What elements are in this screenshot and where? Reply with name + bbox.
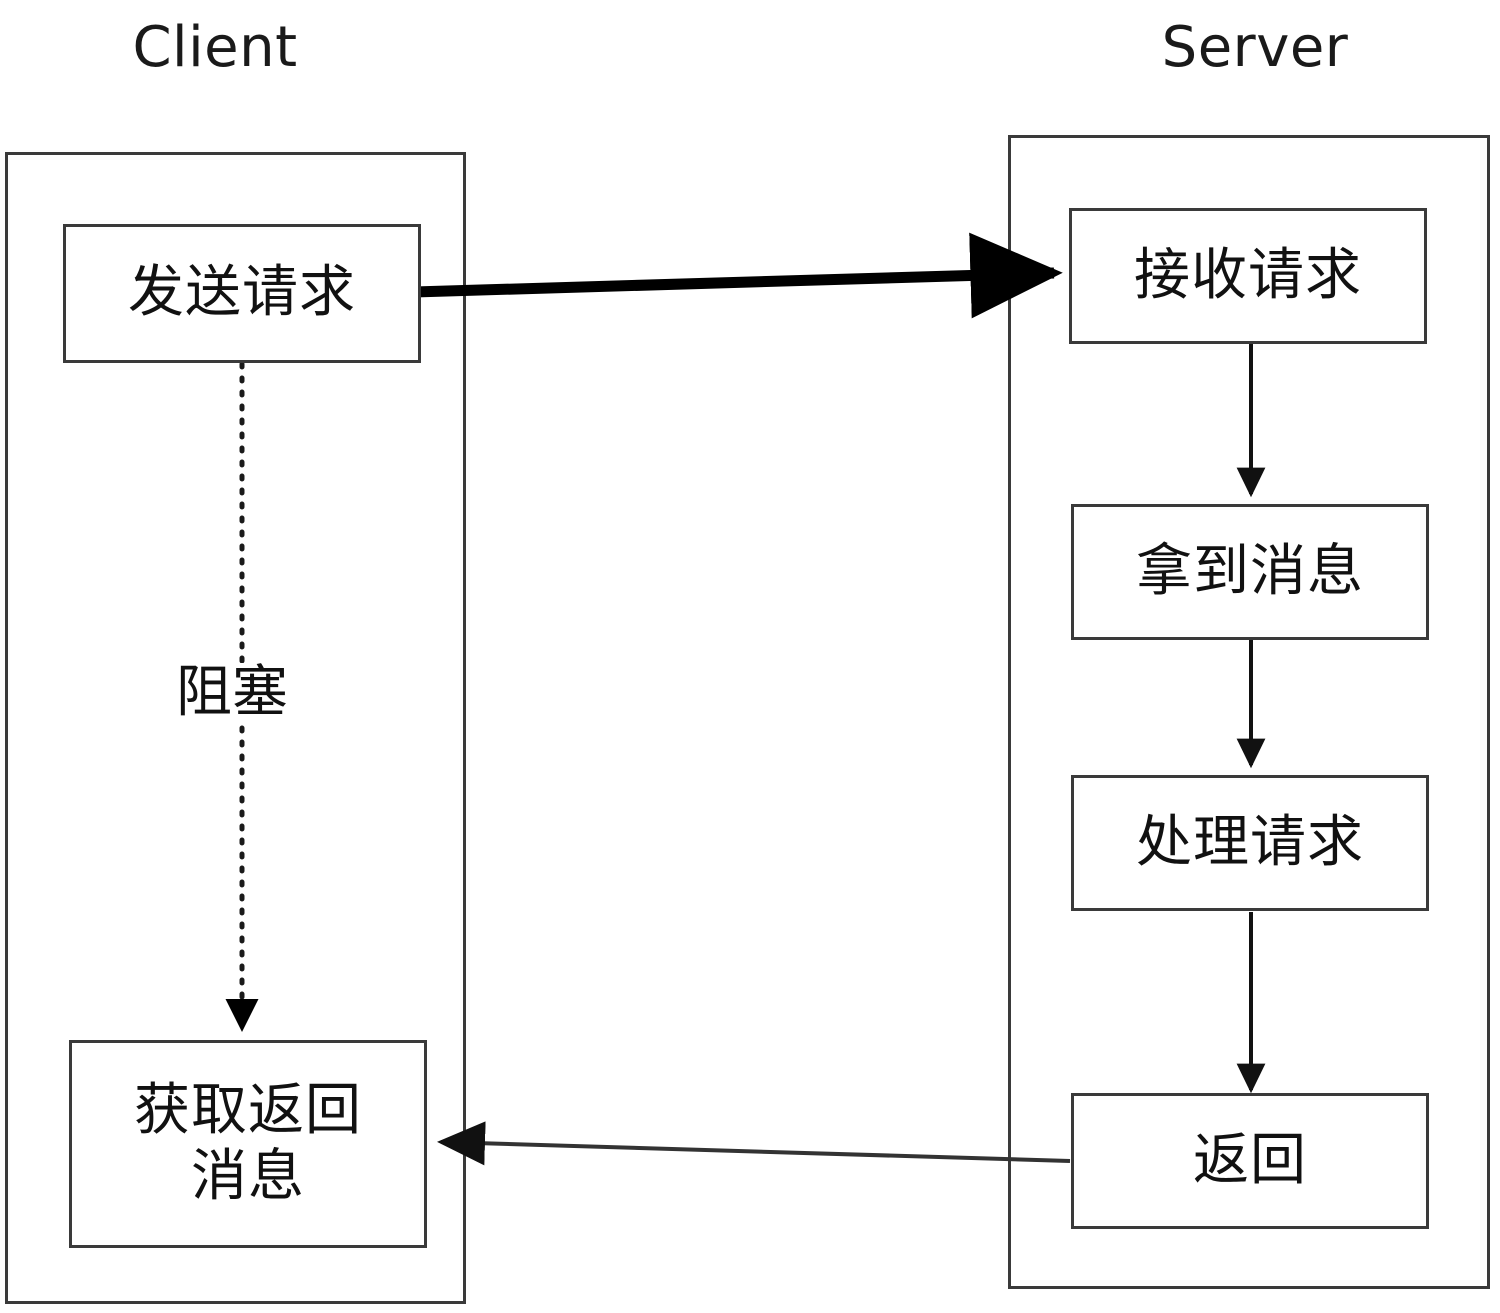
node-get-return-message-line1: 获取返回 — [134, 1077, 362, 1143]
node-get-return-message[interactable]: 获取返回 消息 — [69, 1040, 427, 1248]
node-get-return-message-line2: 消息 — [191, 1144, 305, 1209]
node-send-request-label: 发送请求 — [128, 260, 356, 326]
edge-label-blocking: 阻塞 — [170, 663, 294, 723]
lane-server — [1008, 135, 1490, 1289]
connector-response-arrow — [437, 1121, 1071, 1166]
lane-title-client: Client — [132, 15, 298, 80]
lane-client — [5, 152, 466, 1304]
node-fetch-message-label: 拿到消息 — [1136, 538, 1364, 604]
connector-request-arrow — [413, 232, 1063, 319]
node-process-request[interactable]: 处理请求 — [1071, 775, 1429, 911]
node-return[interactable]: 返回 — [1071, 1093, 1429, 1229]
node-receive-request-label: 接收请求 — [1134, 242, 1362, 308]
lane-title-server: Server — [1161, 15, 1349, 80]
node-send-request[interactable]: 发送请求 — [63, 224, 421, 363]
node-fetch-message[interactable]: 拿到消息 — [1071, 504, 1429, 640]
node-process-request-label: 处理请求 — [1136, 809, 1364, 875]
node-receive-request[interactable]: 接收请求 — [1069, 208, 1427, 344]
node-return-label: 返回 — [1193, 1127, 1307, 1193]
